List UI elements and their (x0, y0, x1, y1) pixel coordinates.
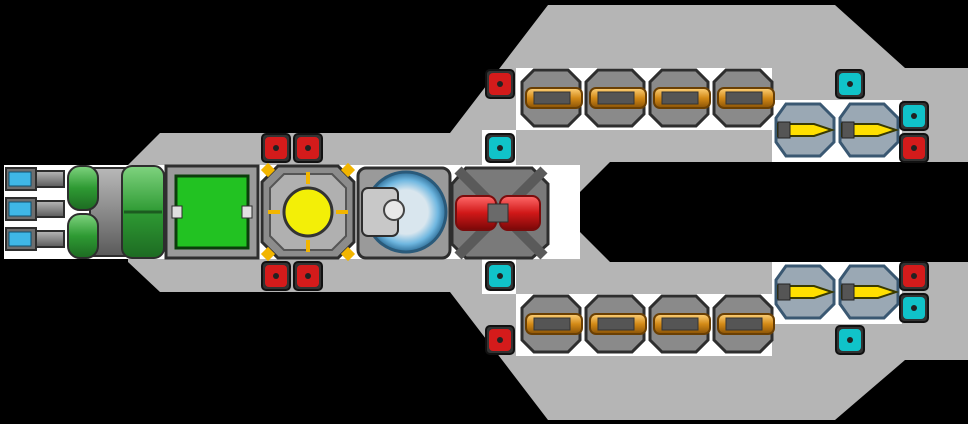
node-center (911, 145, 917, 151)
upper-missile-pod (774, 102, 900, 158)
power-node-red (293, 261, 323, 291)
node-center (847, 81, 853, 87)
node-center (497, 273, 503, 279)
shield-lens (383, 199, 405, 221)
hull-gap (580, 162, 968, 262)
missile-launcher (838, 264, 900, 320)
gun-chamber (661, 91, 699, 105)
node-center (497, 145, 503, 151)
panel-latch (241, 205, 253, 219)
power-nodes (261, 69, 929, 355)
power-node-red (899, 133, 929, 163)
gun-chamber (725, 91, 763, 105)
thruster-nozzle (8, 231, 32, 247)
lower-gun-battery (520, 294, 775, 354)
power-node-red (899, 261, 929, 291)
shield-generator (356, 166, 452, 260)
thruster-bank (5, 167, 65, 251)
missile-launcher (838, 102, 900, 158)
fuel-tank (67, 213, 99, 259)
reactor-core (260, 162, 356, 262)
gun-turret (584, 68, 647, 128)
missile-launcher (774, 264, 836, 320)
power-node-cyan (899, 101, 929, 131)
power-node-red (293, 133, 323, 163)
gun-chamber (533, 317, 571, 331)
gun-turret (520, 294, 583, 354)
fuel-tanks (67, 165, 165, 259)
node-center (305, 273, 311, 279)
reactor-core-light (282, 186, 334, 238)
fuel-tank (67, 165, 99, 211)
power-node-cyan (835, 325, 865, 355)
cannon-joint (487, 203, 509, 223)
missile-tail (777, 121, 791, 139)
power-node-red (261, 261, 291, 291)
missile-tail (777, 283, 791, 301)
gun-turret (584, 294, 647, 354)
node-center (497, 81, 503, 87)
gun-turret (712, 294, 775, 354)
reactor-corner-light (260, 162, 276, 178)
node-center (273, 145, 279, 151)
node-center (911, 305, 917, 311)
power-node-red (261, 133, 291, 163)
reactor-corner-light (340, 246, 356, 262)
gun-chamber (533, 91, 571, 105)
power-node-cyan (485, 133, 515, 163)
main-cannon (450, 166, 550, 260)
panel-screen (174, 174, 250, 250)
gun-chamber (597, 317, 635, 331)
thruster (5, 227, 65, 251)
thruster-coupling (35, 170, 65, 188)
missile-launcher (774, 102, 836, 158)
gun-chamber (725, 317, 763, 331)
power-node-red (485, 325, 515, 355)
node-center (847, 337, 853, 343)
power-node-red (485, 69, 515, 99)
upper-gun-battery (520, 68, 775, 128)
cargo-panel (164, 164, 260, 260)
reactor-corner-light (340, 162, 356, 178)
gun-chamber (661, 317, 699, 331)
gun-turret (712, 68, 775, 128)
node-center (273, 273, 279, 279)
panel-latch (171, 205, 183, 219)
thruster-nozzle (8, 171, 32, 187)
thruster (5, 167, 65, 191)
node-center (305, 145, 311, 151)
missile-tail (841, 121, 855, 139)
gun-turret (520, 68, 583, 128)
node-center (911, 113, 917, 119)
thruster-coupling (35, 200, 65, 218)
missile-tail (841, 283, 855, 301)
lower-missile-pod (774, 264, 900, 320)
thruster-nozzle (8, 201, 32, 217)
gun-turret (648, 68, 711, 128)
modules (5, 68, 900, 354)
power-node-cyan (899, 293, 929, 323)
gun-turret (648, 294, 711, 354)
node-center (911, 273, 917, 279)
thruster (5, 197, 65, 221)
power-node-cyan (835, 69, 865, 99)
gun-chamber (597, 91, 635, 105)
reactor-corner-light (260, 246, 276, 262)
node-center (497, 337, 503, 343)
power-node-cyan (485, 261, 515, 291)
thruster-coupling (35, 230, 65, 248)
